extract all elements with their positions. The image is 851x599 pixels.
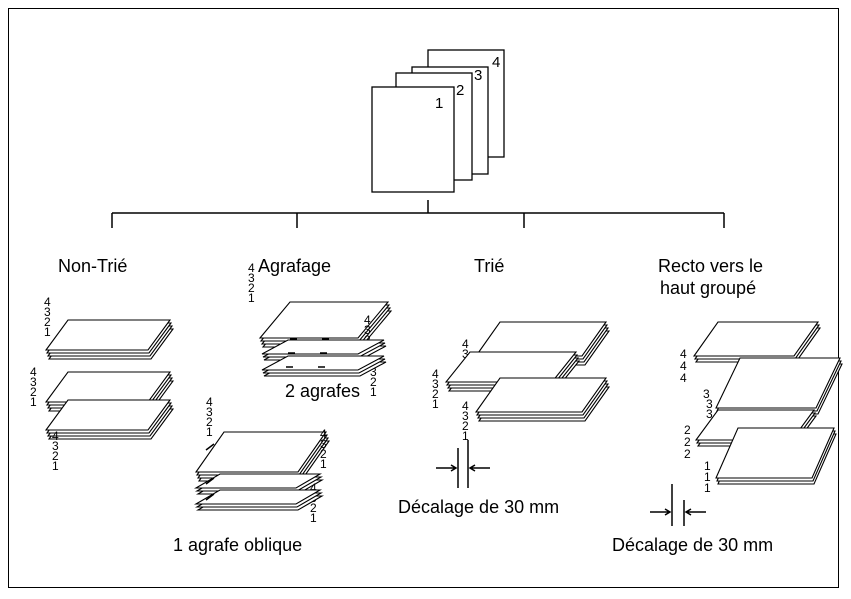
trie-set-3-sheet: [474, 377, 608, 413]
stack-digit: 1: [52, 459, 59, 473]
offset-arrow-right: [684, 508, 706, 516]
stack-digit: 1: [310, 511, 317, 525]
page-2-number: 2: [456, 82, 464, 99]
stack-digit: 2: [248, 281, 255, 295]
stack-digit: 1: [44, 325, 51, 339]
oblique-staple-mark: [205, 493, 215, 501]
stack-digit: 3: [364, 323, 371, 337]
label-trie: Trié: [474, 256, 505, 276]
page-1: [371, 86, 455, 193]
offset-arrow-right: [468, 464, 490, 472]
group-digit: 4: [680, 359, 687, 373]
tree-connector: [111, 200, 725, 228]
recto-group-3-sheet: [715, 357, 841, 409]
agrafe-oblique-stack-top-sheet: [194, 431, 328, 473]
group-digit: 3: [706, 407, 713, 421]
stack-digit: 1: [248, 291, 255, 305]
group-digit: 4: [680, 371, 687, 385]
stack-digit: 3: [52, 439, 59, 453]
stack-digit: 1: [206, 425, 213, 439]
group-digit: 1: [704, 470, 711, 484]
group-digit: 2: [684, 447, 691, 461]
agrafage2-stack-mid-sheet: [261, 339, 385, 355]
offset-arrow-left: [650, 508, 672, 516]
label-1-agrafe-oblique: 1 agrafe oblique: [173, 535, 303, 555]
page-3-number: 3: [474, 67, 482, 84]
stack-digit: 3: [462, 347, 469, 361]
stack-digit: 4: [44, 295, 51, 309]
label-agrafage: Agrafage: [258, 256, 332, 276]
group-digit: 4: [680, 347, 687, 361]
stack-digit: 3: [248, 271, 255, 285]
stack-digit: 4: [462, 399, 469, 413]
group-digit: 2: [684, 423, 691, 437]
stack-digit: 2: [206, 415, 213, 429]
stack-digit: 4: [310, 481, 317, 495]
stack-digit: 4: [206, 395, 213, 409]
oblique-staple-mark: [205, 443, 215, 451]
label-recto-line1: Recto vers le: [658, 256, 764, 276]
nontrie-stack-top-sheet: [44, 319, 172, 351]
stack-digit: 1: [320, 457, 327, 471]
diagram-frame: [8, 8, 839, 588]
stack-digit: 2: [30, 385, 37, 399]
label-non-trie: Non-Trié: [58, 256, 128, 276]
group-digit: 1: [704, 459, 711, 473]
stack-digit: 4: [462, 337, 469, 351]
output-stacks: 4321432143214321432143214321432143214321…: [30, 261, 843, 526]
oblique-staple-mark: [205, 477, 215, 485]
stack-digit: 4: [364, 313, 371, 327]
stack-digit: 2: [432, 387, 439, 401]
offset-arrow-left: [436, 464, 458, 472]
group-digit: 3: [703, 387, 710, 401]
stack-digit: 4: [52, 429, 59, 443]
group-digit: 2: [684, 435, 691, 449]
group-digit: 1: [704, 481, 711, 495]
stack-digit: 3: [206, 405, 213, 419]
stack-digit: 2: [52, 449, 59, 463]
stack-digit: 4: [320, 427, 327, 441]
stack-digit: 1: [30, 395, 37, 409]
recto-group-4-sheet: [692, 321, 820, 357]
stack-digit: 3: [462, 409, 469, 423]
label-decalage-recto: Décalage de 30 mm: [612, 535, 774, 555]
stack-digit: 3: [370, 365, 377, 379]
page-4-number: 4: [492, 54, 500, 71]
stack-digit: 4: [248, 261, 255, 275]
stack-digit: 2: [320, 447, 327, 461]
nontrie-stack-mid-sheet: [44, 371, 172, 403]
original-pages: 4 3 2 1: [371, 49, 505, 193]
stack-digit: 2: [44, 315, 51, 329]
stack-digit: 1: [462, 429, 469, 443]
page-1-number: 1: [435, 95, 443, 112]
stack-digit: 1: [432, 397, 439, 411]
stack-digit: 2: [462, 419, 469, 433]
label-recto-line2: haut groupé: [660, 278, 757, 298]
stack-digit: 3: [30, 375, 37, 389]
recto-group-1-sheet: [715, 427, 835, 479]
stack-digit: 4: [30, 365, 37, 379]
stack-digit: 3: [44, 305, 51, 319]
nontrie-stack-bottom-sheet: [44, 399, 172, 431]
stack-digit: 3: [320, 437, 327, 451]
stack-digit: 1: [370, 385, 377, 399]
label-decalage-trie: Décalage de 30 mm: [398, 497, 560, 517]
stack-digit: 4: [432, 367, 439, 381]
stack-digit: 3: [432, 377, 439, 391]
agrafage2-stack-top-sheet: [258, 301, 390, 339]
stack-digit: 2: [310, 501, 317, 515]
label-2-agrafes: 2 agrafes: [285, 381, 361, 401]
group-digit: 3: [706, 397, 713, 411]
stack-digit: 2: [370, 375, 377, 389]
